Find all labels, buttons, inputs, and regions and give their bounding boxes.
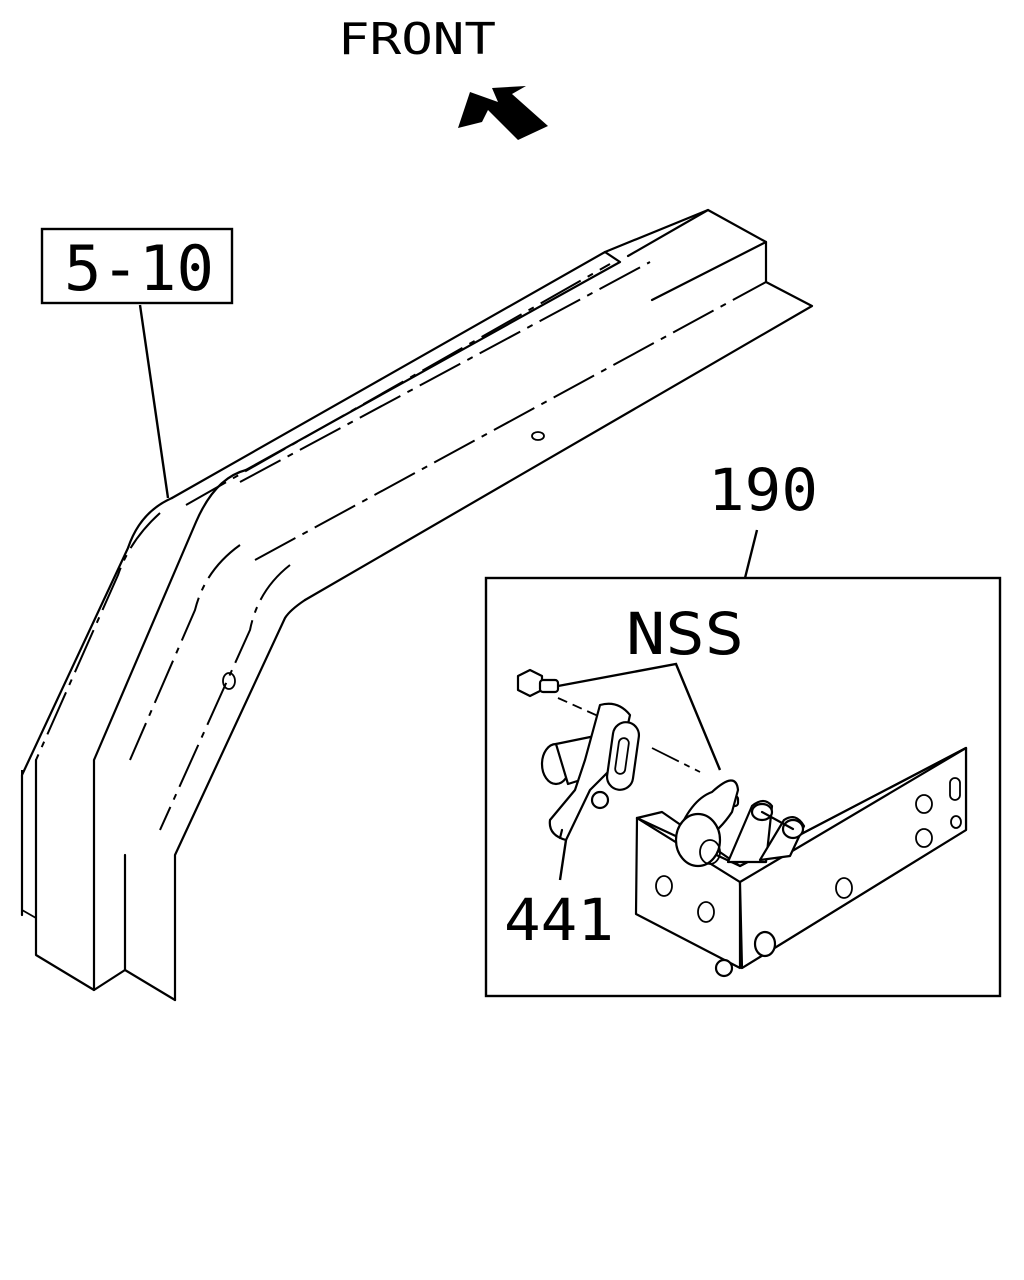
part-label: 441 <box>504 886 614 954</box>
part-leader <box>558 839 568 881</box>
assembly-label: 190 <box>708 456 818 524</box>
bracket-assembly <box>516 668 701 842</box>
assembly-leader <box>743 529 759 579</box>
front-label: FRONT <box>338 14 496 65</box>
mount-bracket <box>634 746 968 978</box>
arrow-up-left-icon <box>458 86 548 140</box>
nss-leader <box>557 662 722 771</box>
frame-rail <box>20 208 814 1002</box>
ref-box-label: 5-10 <box>64 232 214 305</box>
ref-leader <box>138 304 170 499</box>
ref-box <box>40 227 234 305</box>
nss-label: NSS <box>626 600 744 668</box>
